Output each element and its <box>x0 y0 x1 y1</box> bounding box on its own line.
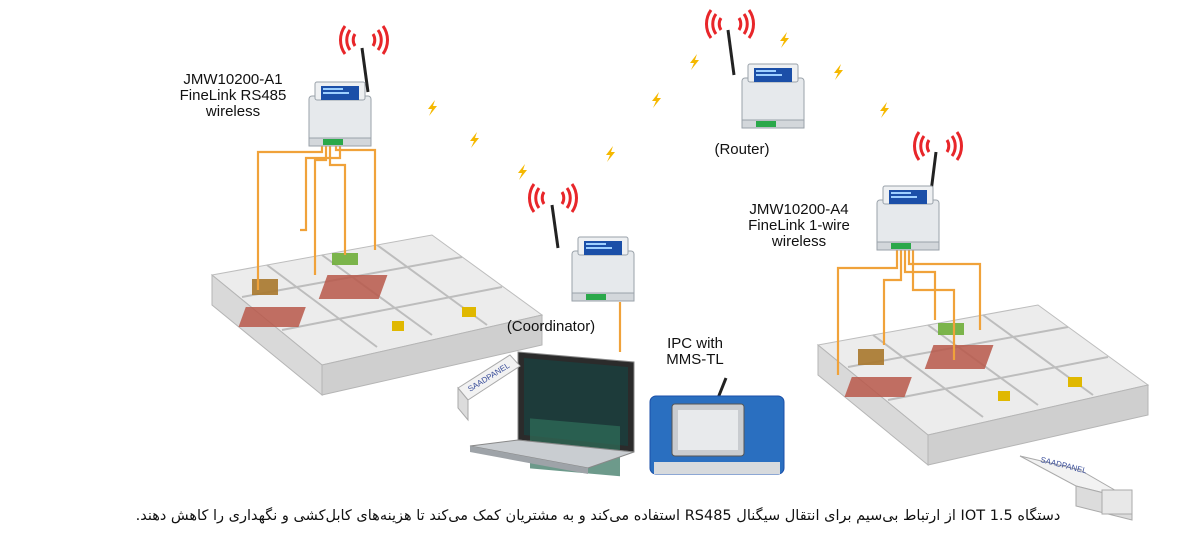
truck-left-brand: SAADPANEL <box>466 361 511 394</box>
truck-left <box>457 354 521 422</box>
ipc-line1: IPC with <box>667 335 723 352</box>
ipc-device <box>649 377 785 475</box>
cables-right <box>836 246 982 375</box>
laptop <box>469 351 635 477</box>
antenna-icon <box>726 29 736 76</box>
device-a4 <box>876 130 964 251</box>
node-a1-desc: FineLink RS485 <box>179 87 287 104</box>
node-a1-model: JMW10200-A1 <box>183 71 283 88</box>
wifi-signal-icon <box>912 130 964 162</box>
device-coordinator <box>527 182 635 302</box>
node-a4-desc: FineLink 1-wire <box>748 217 850 234</box>
coordinator-label: (Coordinator) <box>506 318 596 335</box>
router-label: (Router) <box>714 141 770 158</box>
truck-right <box>1019 455 1133 521</box>
antenna-icon <box>550 204 560 249</box>
antenna-icon <box>360 47 370 93</box>
node-a4-label: JMW10200-A4 FineLink 1-wire wireless <box>734 202 864 250</box>
antenna-icon <box>716 377 728 399</box>
node-a4-model: JMW10200-A4 <box>749 201 849 218</box>
node-a1-desc2: wireless <box>205 103 261 120</box>
warehouse-right <box>817 304 1149 466</box>
ipc-line2: MMS-TL <box>666 351 724 368</box>
ipc-label: IPC with MMS-TL <box>655 336 735 368</box>
wifi-signal-icon <box>338 24 390 56</box>
device-router <box>704 8 805 129</box>
device-a1 <box>308 24 390 147</box>
lightning-icon <box>428 32 889 180</box>
node-a1-label: JMW10200-A1 FineLink RS485 wireless <box>168 72 298 120</box>
caption: دستگاه IOT 1.5 از ارتباط بی‌سیم برای انت… <box>135 508 1061 524</box>
node-a4-desc2: wireless <box>771 233 827 250</box>
